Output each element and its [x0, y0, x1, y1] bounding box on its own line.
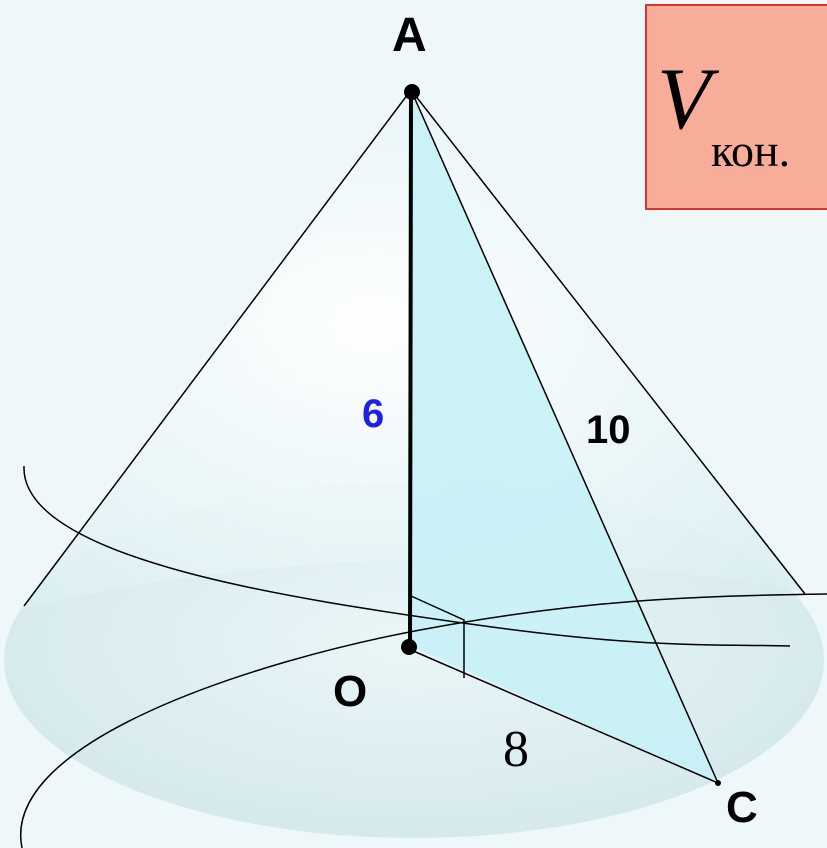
- label-height: 6: [362, 392, 385, 436]
- generator-right: [410, 89, 806, 595]
- slant-ac: [410, 89, 719, 784]
- volume-subscript: кон.: [711, 125, 791, 176]
- label-apex: A: [392, 9, 427, 62]
- label-base-point: C: [726, 783, 758, 832]
- point-a: [404, 84, 420, 100]
- radius-oc: [410, 649, 719, 784]
- volume-symbol: V: [657, 51, 711, 148]
- curve-upper: [23, 465, 791, 647]
- label-slant: 10: [586, 408, 631, 452]
- height-ao: [408, 89, 413, 651]
- label-center: O: [333, 667, 368, 716]
- point-o: [401, 639, 417, 655]
- label-radius: 8: [503, 721, 529, 778]
- volume-formula-box: V кон.: [645, 4, 827, 210]
- right-angle-mark: [410, 595, 465, 678]
- point-c: [715, 780, 721, 786]
- generator-left: [23, 89, 412, 607]
